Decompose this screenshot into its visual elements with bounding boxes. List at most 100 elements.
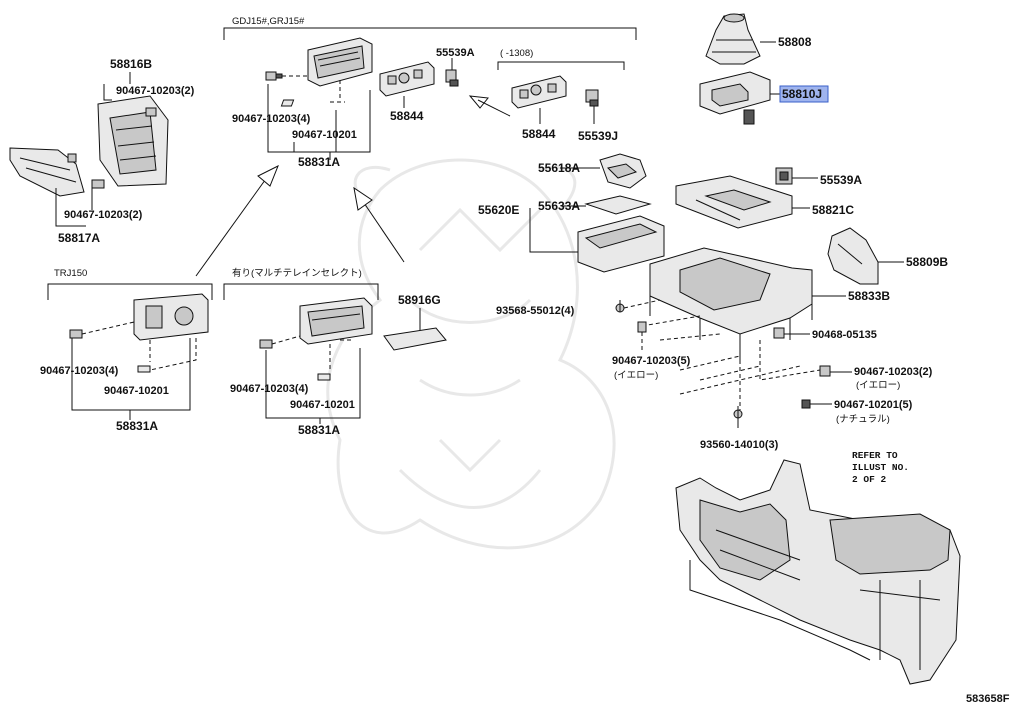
label-90468-05135: 90468-05135 [812, 329, 877, 341]
label-55539A-top: 55539A [436, 47, 475, 59]
clip-90468 [773, 327, 785, 339]
group-bracket-gdj [223, 27, 637, 40]
part-58817A-side-panel [9, 147, 85, 197]
part-58821C-upper-panel [675, 175, 793, 229]
nut-part-left [137, 365, 151, 373]
label-55539J: 55539J [578, 129, 618, 143]
watermark-emblem [326, 158, 616, 550]
label-58831A-top: 58831A [298, 155, 340, 169]
part-55539A-right [775, 167, 793, 185]
group-label-terrain: 有り(マルチテレインセレクト) [232, 267, 362, 279]
label-58833B: 58833B [848, 289, 890, 303]
clip-part-mid [259, 339, 273, 349]
label-58821C: 58821C [812, 203, 854, 217]
label-58844-b: 58844 [522, 127, 556, 141]
label-58810J[interactable]: 58810J [782, 87, 822, 101]
clip-part-top [265, 71, 283, 81]
bracket-58831A-top [267, 84, 371, 160]
part-55618A-insert [599, 153, 647, 189]
leader-58816B [103, 72, 131, 101]
label-90467-10203-4-left: 90467-10203(4) [40, 365, 119, 377]
part-console-assembly [675, 459, 961, 685]
dash-fasteners-b [679, 340, 821, 410]
label-90467-10201-5: 90467-10201(5) [834, 399, 913, 411]
part-55539A-top [445, 69, 459, 87]
nut-part-mid [317, 373, 331, 381]
arrow-shaft-left [195, 175, 269, 277]
part-58844-switch-b [511, 75, 567, 109]
arrow-head-left [257, 164, 279, 187]
label-58844-a: 58844 [390, 109, 424, 123]
refer-note-line2: ILLUST NO. [852, 462, 909, 473]
part-58844-switch-a [379, 61, 435, 97]
part-58916G-sheet [383, 327, 447, 351]
group-bracket-trj [47, 283, 213, 300]
label-58831A-left: 58831A [116, 419, 158, 433]
highlight-58810J[interactable] [779, 85, 829, 103]
group-label-range: ( -1308) [500, 48, 533, 59]
label-93560-14010: 93560-14010(3) [700, 439, 779, 451]
screw-93568 [615, 300, 625, 313]
clip-90467-10203-5 [637, 321, 647, 333]
label-90467-10203-2-a: 90467-10203(2) [116, 85, 195, 97]
part-55633A-mat [584, 195, 652, 215]
group-label-gdj: GDJ15#,GRJ15# [232, 16, 305, 27]
clip-90467-10203-2-right [819, 365, 831, 377]
group-bracket-range [497, 61, 625, 70]
part-58831A-top-bezel [307, 37, 373, 87]
group-bracket-terrain [223, 283, 379, 300]
clip-part-left-b [69, 329, 83, 339]
label-90467-10203-2-r: 90467-10203(2) [854, 366, 933, 378]
label-55618A: 55618A [538, 161, 580, 175]
note-90467-10201-5: (ナチュラル) [836, 414, 890, 425]
label-90467-10203-4-mid: 90467-10203(4) [230, 383, 309, 395]
bracket-58817A [55, 188, 93, 227]
label-58809B: 58809B [906, 255, 948, 269]
label-93568-55012: 93568-55012(4) [496, 305, 575, 317]
arrow-head-right [353, 186, 373, 211]
label-90467-10201-left: 90467-10201 [104, 385, 169, 397]
label-55633A: 55633A [538, 199, 580, 213]
label-55539A-right: 55539A [820, 173, 862, 187]
leader-top [282, 75, 345, 103]
label-58817A: 58817A [58, 231, 100, 245]
label-90467-10201-top: 90467-10201 [292, 129, 357, 141]
screw-93560 [733, 406, 743, 428]
part-55539J [585, 89, 599, 107]
label-90467-10203-2-b: 90467-10203(2) [64, 209, 143, 221]
part-58831A-mid-bezel [299, 297, 373, 345]
part-58809B-cover [827, 227, 879, 285]
diagram-code: 583658F [966, 693, 1010, 705]
bracket-58831A-left [71, 338, 191, 420]
part-58810J-shift-panel [699, 71, 771, 125]
arrow-head-58844 [468, 95, 489, 109]
label-58808: 58808 [778, 35, 812, 49]
dash-fasteners-a [623, 299, 721, 341]
refer-note-line1: REFER TO [852, 450, 898, 461]
refer-note-line3: 2 OF 2 [852, 474, 887, 485]
label-90467-10203-4-top: 90467-10203(4) [232, 113, 311, 125]
group-label-trj: TRJ150 [54, 268, 87, 279]
arrow-shaft-right [361, 199, 405, 263]
note-90467-10203-5: (イエロー) [614, 370, 658, 381]
label-90467-10203-5: 90467-10203(5) [612, 355, 691, 367]
clip-part-left-a [91, 179, 105, 189]
label-58816B: 58816B [110, 57, 152, 71]
bracket-55620E [529, 208, 578, 253]
part-58833B-console-frame [649, 247, 813, 360]
clip-90467-10201-5 [801, 399, 811, 409]
dash-mid [271, 335, 354, 370]
label-58831A-mid: 58831A [298, 423, 340, 437]
note-90467-10203-2-r: (イエロー) [856, 380, 900, 391]
nut-part-top [280, 99, 295, 107]
label-55620E: 55620E [478, 203, 519, 217]
part-58831A-left-bezel [133, 293, 209, 341]
part-58816B-bracket [97, 95, 169, 187]
arrow-shaft-58844 [477, 99, 511, 117]
part-55620E-cup-holder [577, 215, 665, 273]
part-58808-shift-boot [705, 13, 761, 65]
bracket-58831A-mid [265, 348, 361, 424]
dash-left [81, 321, 197, 371]
label-58916G: 58916G [398, 293, 441, 307]
